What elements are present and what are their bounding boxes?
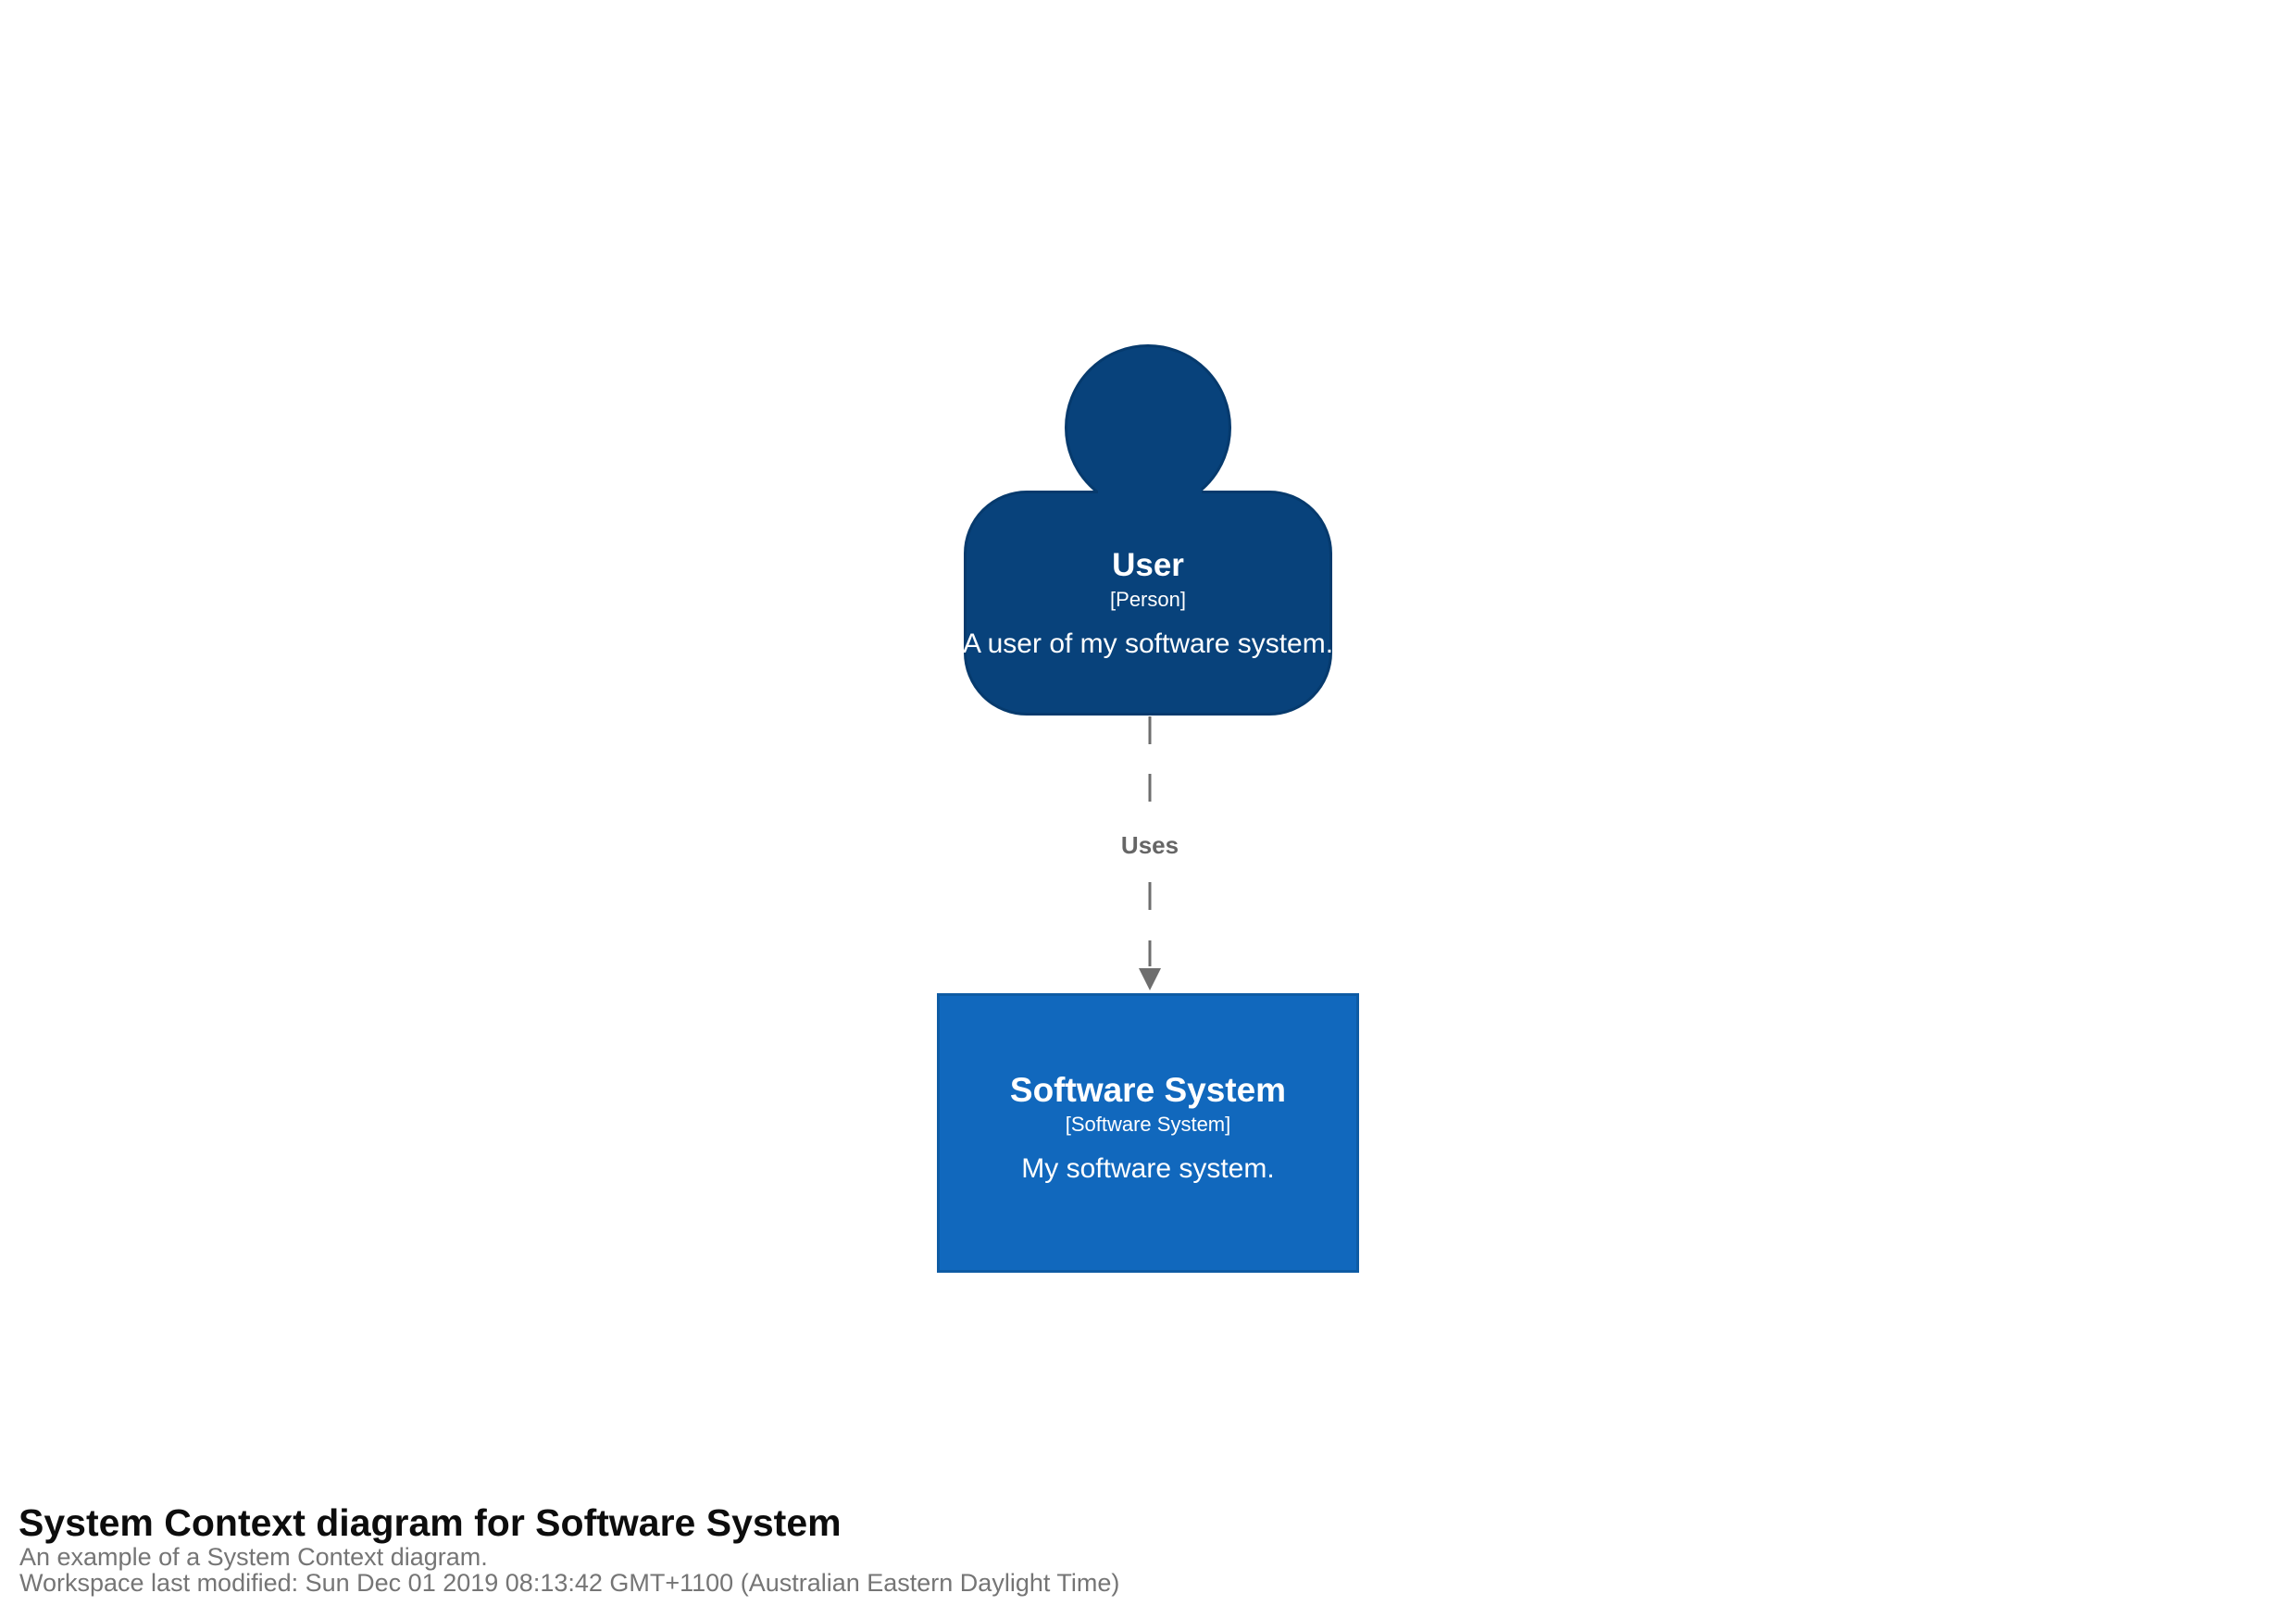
system-description: My software system.: [1021, 1153, 1275, 1184]
relationship-label[interactable]: Uses: [1057, 830, 1242, 860]
diagram-description: An example of a System Context diagram.: [19, 1543, 488, 1571]
relationship-arrowhead-icon: [1139, 968, 1161, 990]
person-meta: [Person]: [1110, 588, 1186, 611]
person-neck-patch: [1098, 489, 1202, 500]
system-name: Software System: [1009, 1071, 1287, 1109]
workspace-last-modified: Workspace last modified: Sun Dec 01 2019…: [19, 1569, 1120, 1597]
person-name: User: [1112, 547, 1184, 583]
diagram-title: System Context diagram for Software Syst…: [19, 1501, 842, 1544]
person-body-shape: User [Person] A user of my software syst…: [962, 491, 1334, 716]
person-description: A user of my software system.: [962, 629, 1334, 659]
person-head-icon: [1065, 344, 1231, 511]
element-software-system[interactable]: Software System [Software System] My sof…: [937, 993, 1359, 1273]
system-meta: [Software System]: [1065, 1113, 1231, 1136]
